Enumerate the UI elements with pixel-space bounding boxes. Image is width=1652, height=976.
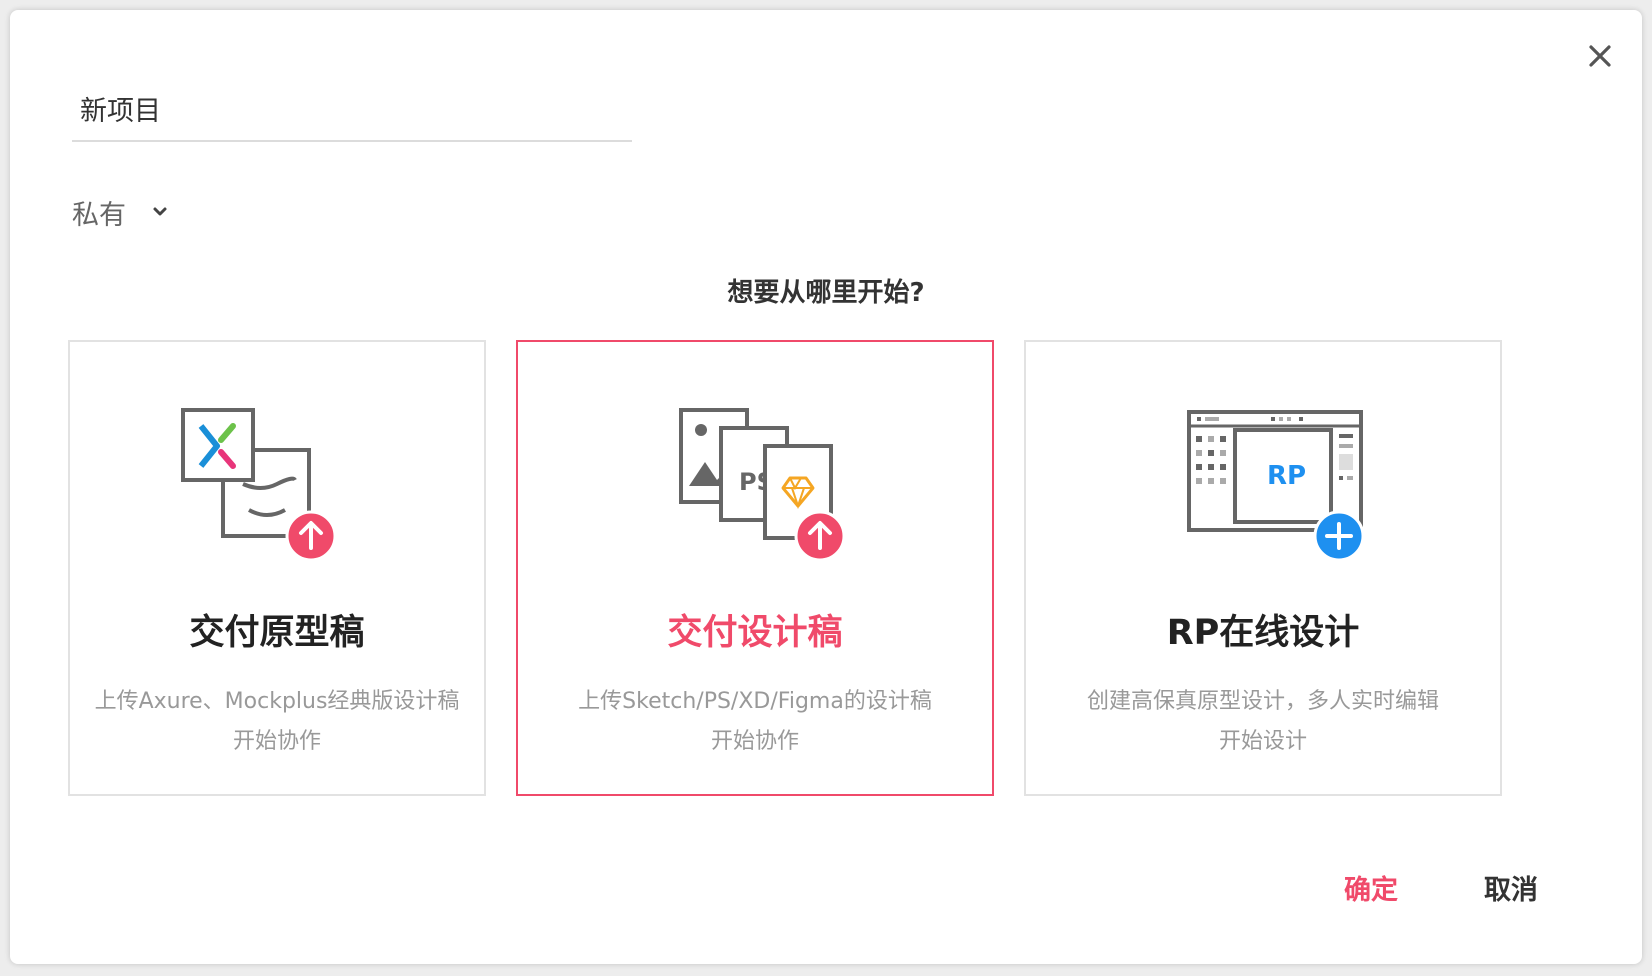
card-description: 上传Sketch/PS/XD/Figma的设计稿 开始协作 — [518, 682, 992, 762]
card-deliver-prototype[interactable]: 交付原型稿 上传Axure、Mockplus经典版设计稿 开始协作 — [68, 340, 486, 796]
card-description: 创建高保真原型设计，多人实时编辑 开始设计 — [1026, 682, 1500, 762]
card-title: RP在线设计 — [1166, 613, 1360, 653]
close-icon[interactable] — [1580, 36, 1620, 76]
card-desc-line: 开始协作 — [710, 729, 799, 754]
cancel-button[interactable]: 取消 — [1484, 868, 1538, 907]
card-desc-line: 创建高保真原型设计，多人实时编辑 — [1086, 689, 1439, 714]
card-rp-online-design[interactable]: RP RP在线设计 创建高保真原型设计，多人实时编辑 开始设计 — [1024, 340, 1502, 796]
card-description: 上传Axure、Mockplus经典版设计稿 开始协作 — [70, 682, 484, 762]
rp-online-design-icon: RP — [1187, 410, 1363, 562]
card-title: 交付设计稿 — [667, 613, 843, 653]
upload-design-icon: PS — [679, 408, 846, 562]
upload-prototype-icon — [181, 408, 337, 562]
project-name-field — [72, 80, 632, 142]
card-desc-line: 开始设计 — [1218, 729, 1307, 754]
chevron-down-icon — [153, 207, 167, 216]
start-question: 想要从哪里开始? — [727, 278, 925, 308]
new-project-dialog: 私有 想要从哪里开始? 交付原型稿 上传Axure、Mockplus经典版设计稿… — [10, 10, 1642, 964]
project-name-input[interactable] — [80, 86, 620, 130]
card-desc-line: 上传Axure、Mockplus经典版设计稿 — [94, 689, 460, 714]
visibility-value: 私有 — [72, 199, 126, 231]
card-desc-line: 开始协作 — [232, 729, 321, 754]
rp-label: RP — [1267, 461, 1306, 491]
card-desc-line: 上传Sketch/PS/XD/Figma的设计稿 — [578, 689, 932, 714]
visibility-select[interactable]: 私有 — [72, 190, 170, 234]
confirm-button[interactable]: 确定 — [1344, 868, 1398, 907]
card-deliver-design[interactable]: PS 交付设计稿 上传Sketch/PS/XD/Figma的设计稿 开始协作 — [516, 340, 994, 796]
card-title: 交付原型稿 — [189, 613, 365, 653]
